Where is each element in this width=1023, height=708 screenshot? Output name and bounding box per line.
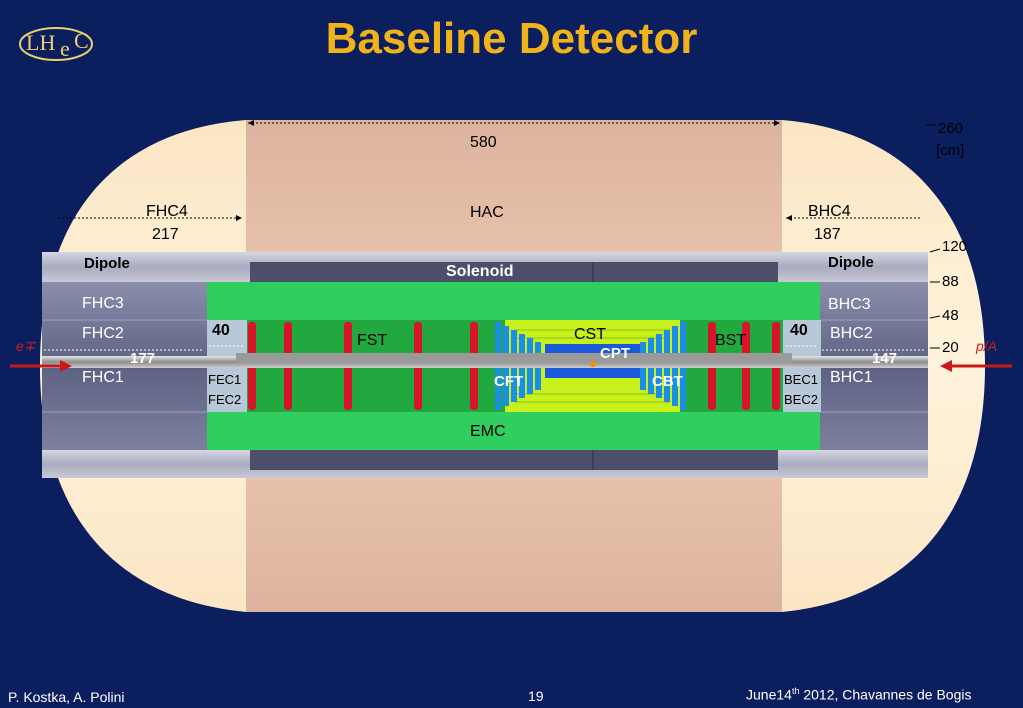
bhc4-label: BHC4	[808, 203, 851, 220]
footer-authors: P. Kostka, A. Polini	[8, 689, 125, 705]
solenoid-bottom	[250, 450, 778, 470]
radius-48-label: 48	[942, 307, 959, 324]
electron-beam-label: e∓	[16, 338, 36, 354]
dim-177-label: 177	[130, 350, 156, 367]
footer-date-sup: th	[791, 686, 800, 696]
logo-ellipse-icon	[19, 27, 93, 61]
footer-date-suffix: 2012, Chavannes de Bogis	[799, 686, 972, 703]
logo-text-l: LH	[26, 30, 56, 55]
solenoid-top	[250, 262, 778, 282]
bec1-label: BEC1	[784, 372, 818, 387]
bhc3-label: BHC3	[828, 296, 871, 313]
dim-40-right-label: 40	[790, 322, 808, 339]
slide-title: Baseline Detector	[325, 14, 698, 63]
logo-text-e: e	[60, 36, 70, 61]
cpt-bottom	[545, 368, 640, 378]
radius-260-label: 260	[938, 120, 964, 137]
dim-217-label: 217	[152, 226, 179, 243]
bhc2-label: BHC2	[830, 325, 873, 342]
footer-page-number: 19	[528, 688, 544, 704]
cpt-label: CPT	[600, 345, 630, 362]
emc-label: EMC	[470, 423, 506, 440]
fhc2-label: FHC2	[82, 325, 124, 342]
radius-20-label: 20	[942, 339, 959, 356]
dipole-right-label: Dipole	[828, 254, 874, 271]
cbt-label: CBT	[652, 373, 683, 390]
dipole-left-label: Dipole	[84, 255, 130, 272]
cst-label: CST	[574, 326, 606, 343]
fec2-label: FEC2	[208, 392, 242, 407]
bec2-label: BEC2	[784, 392, 818, 407]
bst-label: BST	[715, 332, 747, 349]
dim-147-label: 147	[872, 350, 898, 367]
logo-text-c: C	[74, 28, 89, 53]
footer-date: June14th 2012, Chavannes de Bogis	[746, 686, 971, 703]
fec1-label: FEC1	[208, 372, 242, 387]
radius-88-label: 88	[942, 273, 959, 290]
dim-580-label: 580	[470, 134, 497, 151]
radius-unit-label: [cm]	[936, 142, 965, 159]
bhc1-label: BHC1	[830, 369, 873, 386]
footer-date-prefix: June14	[746, 686, 792, 703]
fst-label: FST	[357, 332, 388, 349]
fhc4-label: FHC4	[146, 203, 188, 220]
proton-beam-label: p/A	[976, 338, 998, 354]
lhec-logo: LH e C	[18, 24, 96, 64]
hac-label: HAC	[470, 204, 504, 221]
dim-187-label: 187	[814, 226, 841, 243]
cft-label: CFT	[494, 373, 524, 390]
dim-40-left-label: 40	[212, 322, 230, 339]
radius-120-label: 120	[942, 238, 968, 255]
solenoid-label: Solenoid	[446, 263, 514, 280]
fhc1-label: FHC1	[82, 369, 124, 386]
fhc3-label: FHC3	[82, 295, 124, 312]
